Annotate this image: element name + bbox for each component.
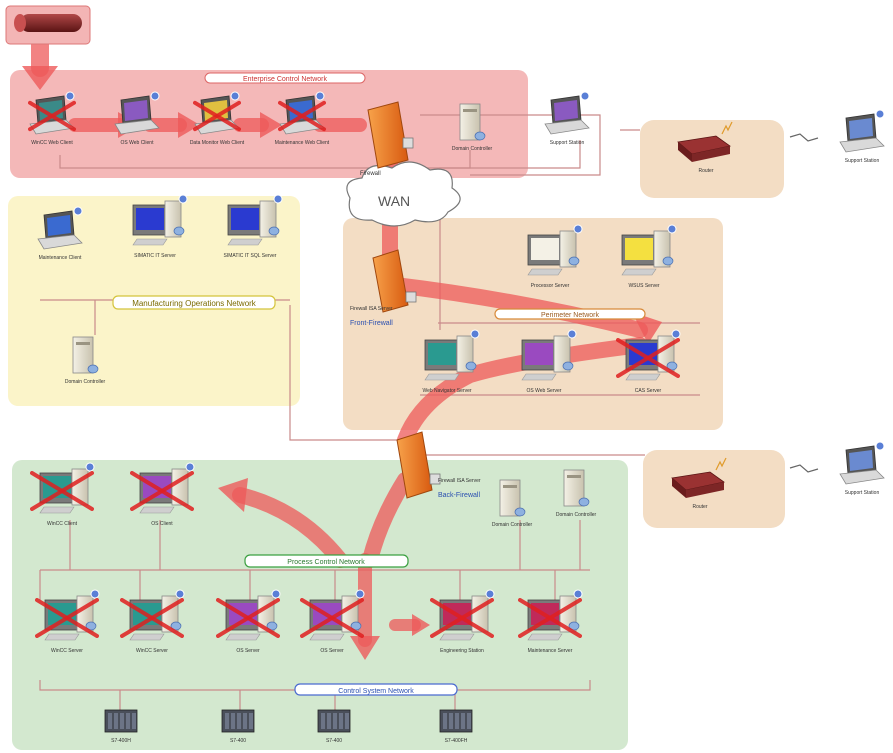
back-firewall-sublabel: Back-Firewall xyxy=(438,492,480,499)
devices: WinCC Web Client OS Web Client Data Monito… xyxy=(28,91,885,744)
plc3-plc: S7-400 xyxy=(317,709,351,744)
webNavigatorServer-desktop: Web Navigator Server xyxy=(422,329,480,394)
plc2-plc: S7-400 xyxy=(221,709,255,744)
osWebServer-label: OS Web Server xyxy=(527,388,562,394)
back-firewall-label: Firewall ISA Server xyxy=(438,478,481,484)
enterpriseDomainController-label: Domain Controller xyxy=(452,146,493,152)
osClient-desktop: OS Client xyxy=(130,462,195,527)
procDomainController1-label: Domain Controller xyxy=(492,522,533,528)
maintenanceClient-label: Maintenance Client xyxy=(39,255,82,261)
processServer-label: Processor Server xyxy=(531,283,570,289)
osServer2-label: OS Server xyxy=(320,648,344,654)
mfgDomainController-label: Domain Controller xyxy=(65,379,106,385)
winccServer2-desktop: WinCC Server xyxy=(120,589,185,654)
manufacturing-zone-label: Manufacturing Operations Network xyxy=(132,299,257,308)
winccClient-label: WinCC Client xyxy=(47,521,78,527)
caServer-label: CAS Server xyxy=(635,388,662,394)
winccClient-desktop: WinCC Client xyxy=(30,462,95,527)
plc2-label: S7-400 xyxy=(230,738,246,744)
engineeringStation-label: Engineering Station xyxy=(440,648,484,654)
osWebClient-laptop: OS Web Client xyxy=(114,91,160,146)
plc4-plc: S7-400FH xyxy=(439,709,473,744)
remoteSupportStation2-laptop: Support Station xyxy=(839,441,885,496)
maintenanceServer-desktop: Maintenance Server xyxy=(518,589,583,654)
mfgDomainController-tower: Domain Controller xyxy=(65,336,106,385)
procDomainController2-label: Domain Controller xyxy=(556,512,597,518)
supportStation-label: Support Station xyxy=(550,140,585,146)
enterprise-zone-label: Enterprise Control Network xyxy=(243,76,328,83)
remoteSupportStation2-label: Support Station xyxy=(845,490,880,496)
enterprise-firewall: Firewall xyxy=(360,101,414,177)
osWebServer-desktop: OS Web Server xyxy=(521,329,577,394)
attacker-device xyxy=(5,5,91,45)
router-zone-top xyxy=(640,120,784,198)
router2-router: Router xyxy=(671,457,727,510)
router2-label: Router xyxy=(692,504,707,510)
osServer1-label: OS Server xyxy=(236,648,260,654)
winccWebClient-laptop: WinCC Web Client xyxy=(28,91,76,146)
webNavigatorServer-label: Web Navigator Server xyxy=(422,388,471,394)
router-label: Router xyxy=(698,168,713,174)
dataMonitorWebClient-label: Data Monitor Web Client xyxy=(190,140,245,146)
simaticItServer-desktop: SIMATIC IT Server xyxy=(132,194,188,259)
plc1-plc: S7-400H xyxy=(104,709,138,744)
back-firewall: Firewall ISA Server Back-Firewall xyxy=(396,431,481,499)
osWebClient-label: OS Web Client xyxy=(121,140,155,146)
processServer-desktop: Processor Server xyxy=(527,224,583,289)
maintenanceWebClient-label: Maintenance Web Client xyxy=(275,140,330,146)
router-router: Router xyxy=(677,121,733,174)
plc1-label: S7-400H xyxy=(111,738,131,744)
engineeringStation-desktop: Engineering Station xyxy=(430,589,495,654)
procDomainController2-tower: Domain Controller xyxy=(556,469,597,518)
perimeter-zone-label: Perimeter Network xyxy=(541,312,599,319)
lightning-links xyxy=(789,133,819,473)
front-firewall-sublabel: Front-Firewall xyxy=(350,320,393,327)
zone-labels: Enterprise Control Network Manufacturing… xyxy=(112,72,646,696)
process-zone-label: Process Control Network xyxy=(287,559,365,566)
winccServer2-label: WinCC Server xyxy=(136,648,168,654)
wsusServer-label: WSUS Server xyxy=(628,283,659,289)
wsusServer-desktop: WSUS Server xyxy=(621,224,677,289)
simaticItServer-label: SIMATIC IT Server xyxy=(134,253,176,259)
wan-cloud: WAN xyxy=(346,161,461,227)
caServer-desktop: CAS Server xyxy=(616,329,681,394)
maintenanceServer-label: Maintenance Server xyxy=(528,648,573,654)
simaticItSqlServer-desktop: SIMATIC IT SQL Server xyxy=(224,194,283,259)
maintenanceWebClient-laptop: Maintenance Web Client xyxy=(275,91,330,146)
osServer1-desktop: OS Server xyxy=(216,589,281,654)
winccServer1-desktop: WinCC Server xyxy=(35,589,100,654)
wan-label: WAN xyxy=(378,193,410,209)
plc3-label: S7-400 xyxy=(326,738,342,744)
procDomainController1-tower: Domain Controller xyxy=(492,479,533,528)
osServer2-desktop: OS Server xyxy=(300,589,365,654)
front-firewall: Firewall ISA Server Front-Firewall xyxy=(350,249,417,327)
remoteSupportStation-laptop: Support Station xyxy=(839,109,885,164)
winccServer1-label: WinCC Server xyxy=(51,648,83,654)
supportStation-laptop: Support Station xyxy=(544,91,590,146)
front-firewall-label: Firewall ISA Server xyxy=(350,306,393,312)
osClient-label: OS Client xyxy=(151,521,173,527)
dataMonitorWebClient-laptop: Data Monitor Web Client xyxy=(190,91,245,146)
simaticItSqlServer-label: SIMATIC IT SQL Server xyxy=(224,253,277,259)
enterpriseDomainController-tower: Domain Controller xyxy=(452,103,493,152)
plc4-label: S7-400FH xyxy=(445,738,468,744)
winccWebClient-label: WinCC Web Client xyxy=(31,140,73,146)
remoteSupportStation-label: Support Station xyxy=(845,158,880,164)
enterprise-firewall-label: Firewall xyxy=(360,171,381,177)
control-zone-label: Control System Network xyxy=(338,688,414,695)
maintenanceClient-laptop: Maintenance Client xyxy=(37,206,83,261)
